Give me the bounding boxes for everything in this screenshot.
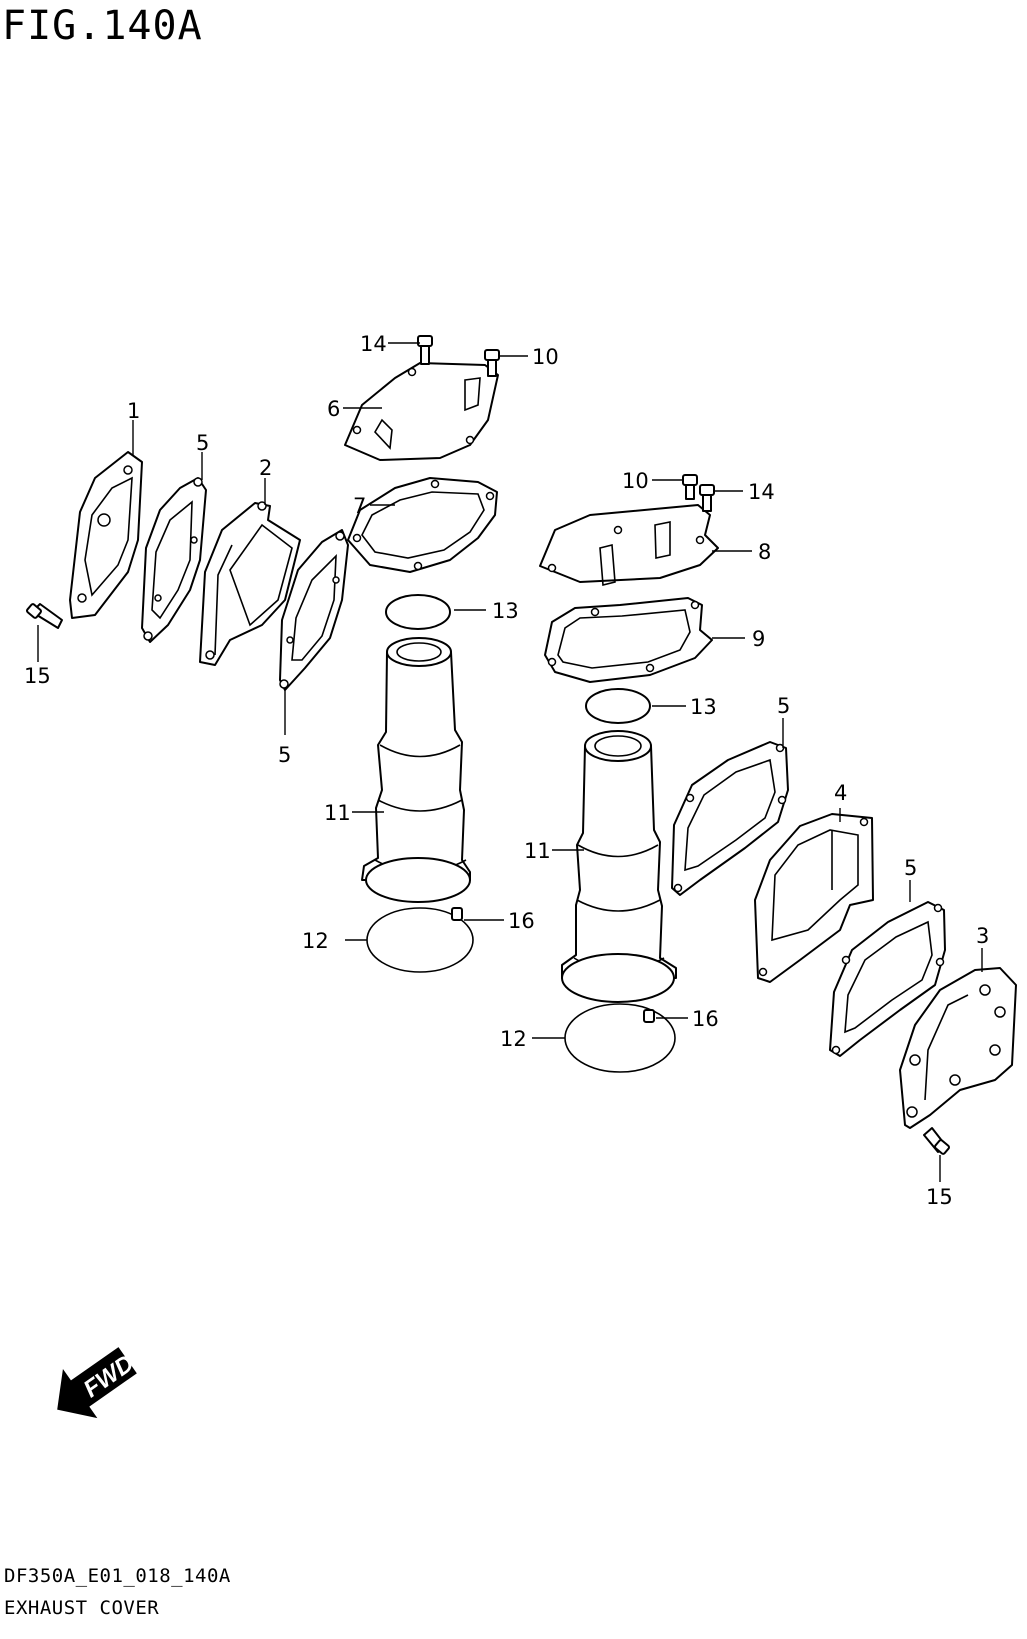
callout-12-right: 12 [500,1027,527,1051]
callout-7: 7 [353,494,366,518]
callout-4: 4 [834,781,847,805]
callout-15-left: 15 [24,664,51,688]
part-5-gasket-b [279,529,349,691]
part-14-bolt-b [699,484,715,512]
part-10-bolt-a [484,349,500,377]
part-16-plug-a [451,907,463,921]
part-11-tube-b [561,730,677,1003]
callout-8: 8 [758,540,771,564]
part-11-tube-a [361,637,471,903]
callout-16-left: 16 [508,909,535,933]
callout-5-right-lower: 5 [904,856,917,880]
part-12-ring-b [564,1003,676,1073]
callout-1: 1 [127,399,140,423]
part-15-bolt-a [26,603,63,629]
callout-3: 3 [976,924,989,948]
part-15-bolt-b [923,1127,950,1155]
part-4-bracket [754,813,874,983]
callout-13-left: 13 [492,599,519,623]
part-10-bolt-b [682,474,698,500]
callout-11-right: 11 [524,839,551,863]
part-1-plate [69,451,143,619]
leader-lines [37,342,983,1182]
part-2-cover [199,501,301,666]
callout-16-right: 16 [692,1007,719,1031]
part-9-gasket [544,597,713,683]
fwd-badge: FWD [57,1347,139,1419]
callout-5-left-upper: 5 [196,431,209,455]
callout-14-right: 14 [748,480,775,504]
callout-2: 2 [259,456,272,480]
part-3-bracket [899,967,1017,1129]
part-5-gasket-c [671,741,789,896]
fwd-arrow-icon [57,1347,137,1419]
callout-10-right: 10 [622,469,649,493]
figure-title: FIG.140A [2,3,203,49]
part-8-cover-plate [539,504,719,587]
part-6-cover-plate [344,362,499,461]
callout-15-right: 15 [926,1185,953,1209]
part-14-bolt-a [417,335,433,365]
callout-11-left: 11 [324,801,351,825]
callout-6: 6 [327,397,340,421]
callout-labels: 1 5 2 5 6 7 14 10 13 11 12 16 15 10 14 8… [24,332,989,1209]
callout-13-right: 13 [690,695,717,719]
callout-12-left: 12 [302,929,329,953]
callout-5-right-upper: 5 [777,694,790,718]
figure-name: EXHAUST COVER [4,1597,160,1619]
callout-5-left-lower: 5 [278,743,291,767]
part-7-gasket [347,477,498,573]
callout-9: 9 [752,627,765,651]
part-13-oring-a [385,594,451,630]
part-13-oring-b [585,688,651,724]
part-5-gasket-d [829,901,946,1057]
callout-10-left: 10 [532,345,559,369]
callout-14-left: 14 [360,332,387,356]
figure-code: DF350A_E01_018_140A [4,1565,231,1587]
part-16-plug-b [643,1009,655,1023]
part-5-gasket-a [141,477,207,643]
